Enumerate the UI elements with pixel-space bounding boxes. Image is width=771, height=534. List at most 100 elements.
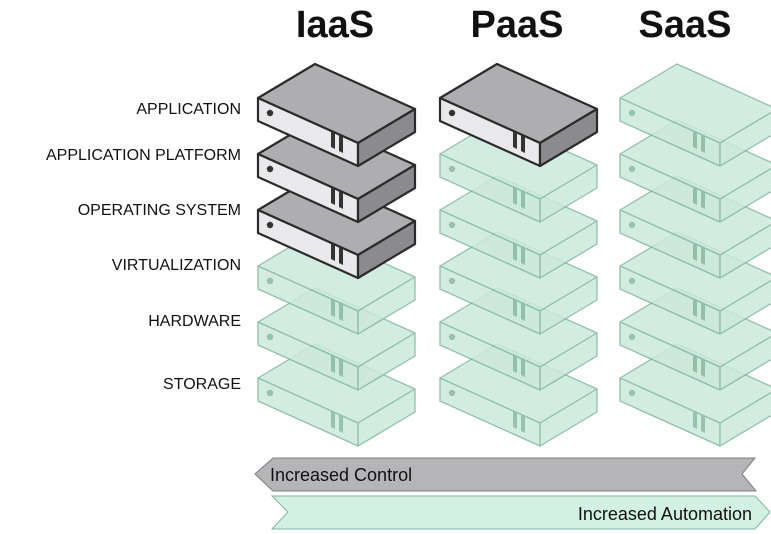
block-drive-bay bbox=[513, 187, 517, 205]
block-drive-bay bbox=[339, 247, 343, 265]
block-side-face bbox=[539, 276, 598, 335]
block-side-face bbox=[719, 223, 771, 279]
block-led bbox=[266, 333, 274, 341]
increased-automation-label: Increased Automation bbox=[578, 504, 752, 524]
server-block-paas-virtualization bbox=[439, 231, 598, 335]
increased-control-arrow bbox=[254, 457, 758, 492]
block-drive-bay bbox=[339, 359, 343, 377]
block-drive-bay bbox=[331, 131, 335, 149]
block-drive-bay bbox=[693, 187, 697, 205]
layer-label-application: APPLICATION bbox=[136, 101, 241, 118]
block-side-face bbox=[539, 388, 598, 447]
column-title-iaas: IaaS bbox=[295, 4, 375, 46]
column-title-saas: SaaS bbox=[638, 4, 732, 46]
block-drive-bay bbox=[701, 135, 705, 153]
block-led bbox=[628, 277, 636, 285]
server-block-saas-virtualization bbox=[619, 231, 771, 335]
block-drive-bay bbox=[701, 415, 705, 433]
block-drive-bay bbox=[521, 415, 525, 433]
block-drive-bay bbox=[701, 191, 705, 209]
block-side-face bbox=[719, 391, 771, 447]
block-drive-bay bbox=[513, 355, 517, 373]
block-side-face bbox=[356, 163, 417, 224]
block-drive-bay bbox=[331, 243, 335, 261]
block-side-face bbox=[539, 164, 598, 223]
block-drive-bay bbox=[693, 299, 697, 317]
block-led bbox=[448, 277, 456, 285]
block-side-face bbox=[539, 332, 598, 391]
block-side-face bbox=[356, 107, 417, 168]
column-title-paas: PaaS bbox=[470, 4, 564, 46]
layer-label-application-platform: APPLICATION PLATFORM bbox=[46, 147, 241, 164]
block-drive-bay bbox=[521, 303, 525, 321]
increased-automation-arrow bbox=[270, 495, 771, 530]
block-side-face bbox=[719, 279, 771, 335]
server-block-saas-operating-system bbox=[619, 175, 771, 279]
block-side-face bbox=[538, 107, 599, 168]
layer-label-hardware: HARDWARE bbox=[148, 313, 241, 330]
layer-label-operating-system: OPERATING SYSTEM bbox=[77, 202, 241, 219]
server-block-iaas-hardware bbox=[257, 287, 416, 391]
block-drive-bay bbox=[513, 299, 517, 317]
block-led bbox=[628, 389, 636, 397]
block-side-face bbox=[719, 111, 771, 167]
block-led bbox=[628, 221, 636, 229]
block-led bbox=[266, 221, 274, 229]
block-led bbox=[448, 165, 456, 173]
block-drive-bay bbox=[513, 131, 517, 149]
server-block-paas-hardware bbox=[439, 287, 598, 391]
block-drive-bay bbox=[339, 135, 343, 153]
increased-control-label: Increased Control bbox=[270, 465, 412, 485]
block-drive-bay bbox=[331, 355, 335, 373]
block-led bbox=[628, 333, 636, 341]
block-led bbox=[266, 165, 274, 173]
server-block-paas-storage bbox=[439, 343, 598, 447]
block-drive-bay bbox=[521, 191, 525, 209]
block-led bbox=[266, 389, 274, 397]
block-side-face bbox=[357, 332, 416, 391]
block-led bbox=[448, 389, 456, 397]
block-led bbox=[266, 277, 274, 285]
block-led bbox=[448, 333, 456, 341]
block-side-face bbox=[539, 220, 598, 279]
block-drive-bay bbox=[693, 243, 697, 261]
block-drive-bay bbox=[339, 303, 343, 321]
server-block-saas-application-platform bbox=[619, 119, 771, 223]
block-side-face bbox=[356, 219, 417, 280]
block-drive-bay bbox=[701, 359, 705, 377]
server-block-paas-application bbox=[438, 62, 599, 168]
block-led bbox=[448, 109, 456, 117]
block-drive-bay bbox=[331, 187, 335, 205]
block-side-face bbox=[719, 167, 771, 223]
block-drive-bay bbox=[693, 355, 697, 373]
block-drive-bay bbox=[521, 135, 525, 153]
block-drive-bay bbox=[339, 415, 343, 433]
block-drive-bay bbox=[701, 303, 705, 321]
server-block-saas-application bbox=[619, 63, 771, 167]
block-drive-bay bbox=[513, 411, 517, 429]
block-led bbox=[628, 109, 636, 117]
block-drive-bay bbox=[513, 243, 517, 261]
block-side-face bbox=[357, 276, 416, 335]
block-drive-bay bbox=[521, 359, 525, 377]
block-led bbox=[266, 109, 274, 117]
block-side-face bbox=[719, 335, 771, 391]
server-block-iaas-application bbox=[256, 62, 417, 168]
block-drive-bay bbox=[693, 411, 697, 429]
server-block-saas-storage bbox=[619, 343, 771, 447]
block-drive-bay bbox=[331, 411, 335, 429]
block-drive-bay bbox=[339, 191, 343, 209]
block-drive-bay bbox=[331, 299, 335, 317]
block-drive-bay bbox=[521, 247, 525, 265]
layer-label-virtualization: VIRTUALIZATION bbox=[111, 257, 241, 274]
block-drive-bay bbox=[701, 247, 705, 265]
layer-label-storage: STORAGE bbox=[163, 376, 241, 393]
server-block-iaas-storage bbox=[257, 343, 416, 447]
block-led bbox=[448, 221, 456, 229]
block-side-face bbox=[357, 388, 416, 447]
server-block-paas-operating-system bbox=[439, 175, 598, 279]
block-led bbox=[628, 165, 636, 173]
